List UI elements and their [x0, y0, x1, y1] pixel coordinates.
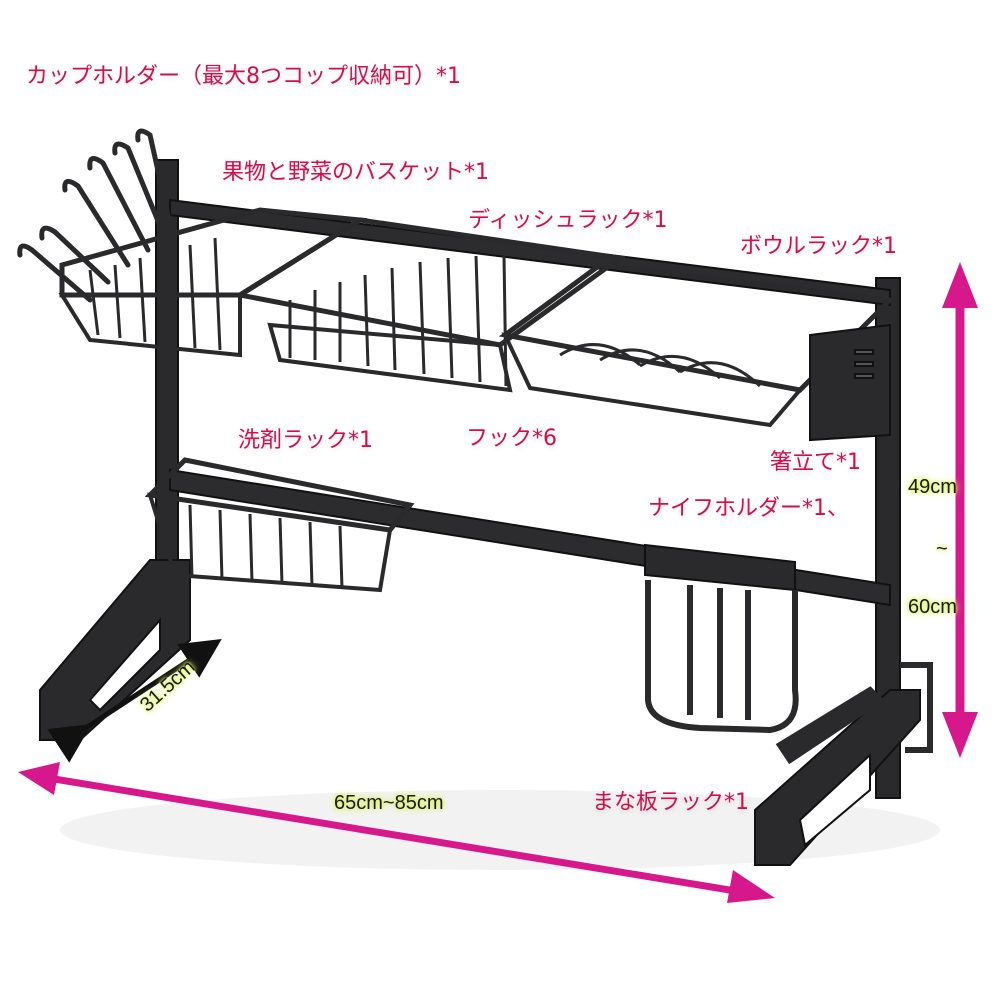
width-arrow — [18, 762, 775, 903]
chopstick-holder — [809, 323, 891, 442]
detergent-rack — [144, 457, 415, 593]
cup-holder — [17, 128, 173, 303]
dim-width: 65cm~85cm — [334, 792, 444, 814]
label-knife-holder: ナイフホルダー*1、 — [648, 496, 849, 521]
label-dish-rack: ディッシュラック*1 — [468, 208, 668, 233]
label-cup-holder: カップホルダー（最大8つコップ収納可）*1 — [26, 64, 461, 89]
label-fruit-basket: 果物と野菜のバスケット*1 — [222, 160, 489, 185]
height-arrow — [942, 262, 978, 758]
label-bowl-rack: ボウルラック*1 — [740, 234, 897, 259]
dim-height-max: 60cm — [908, 596, 957, 618]
label-detergent-rack: 洗剤ラック*1 — [238, 428, 373, 453]
dish-rack — [233, 217, 627, 393]
dim-height-sep: ~ — [936, 538, 948, 560]
depth-arrow — [47, 639, 222, 763]
dim-height-min: 49cm — [908, 476, 957, 498]
label-hooks: フック*6 — [466, 426, 557, 451]
label-cutting-board-rack: まな板ラック*1 — [592, 790, 749, 815]
cutting-board-rack — [775, 662, 933, 765]
knife-holder — [644, 543, 799, 734]
label-chopstick-holder: 箸立て*1 — [770, 450, 861, 475]
bowl-rack — [498, 262, 896, 428]
